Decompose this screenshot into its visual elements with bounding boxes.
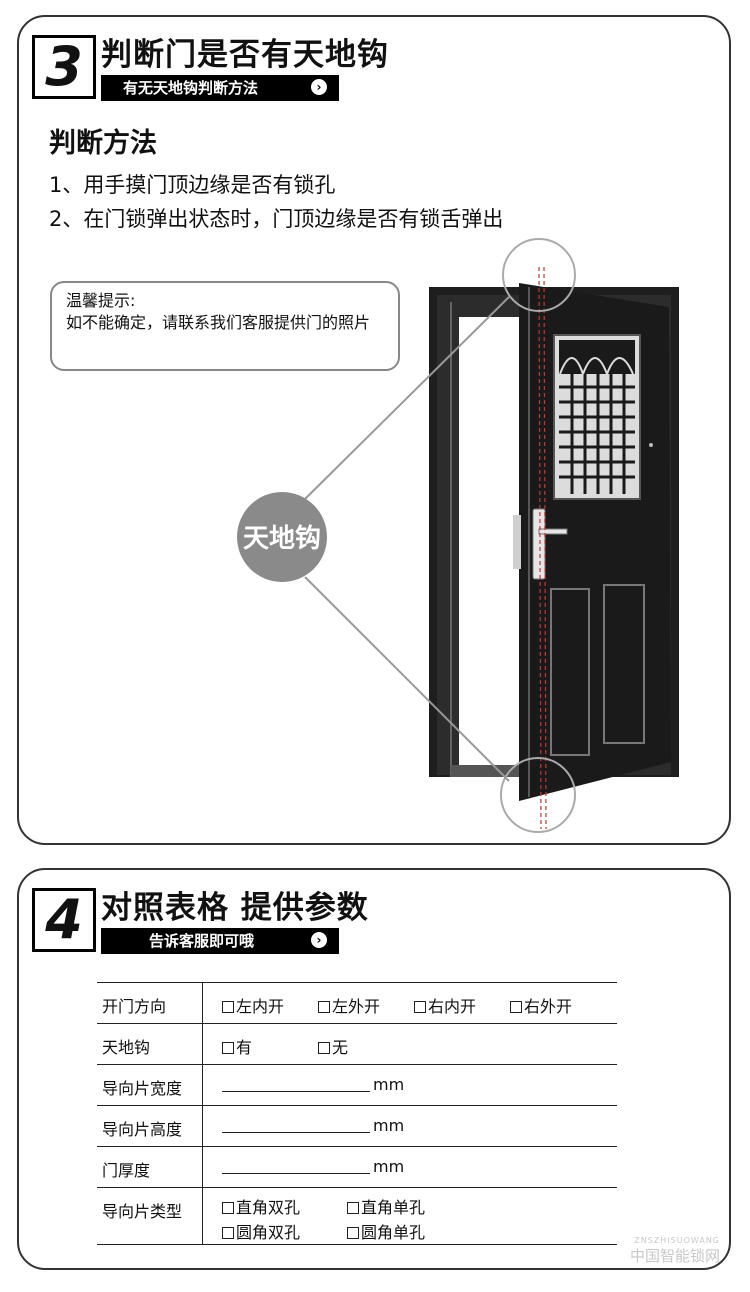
lock-body — [532, 508, 546, 580]
option-left-outward[interactable]: 左外开 — [318, 993, 380, 1017]
table-row: 开门方向 左内开 左外开 右内开 右外开 — [97, 982, 617, 1023]
bottom-hook-circle — [500, 757, 576, 833]
unit-label: mm — [373, 1075, 405, 1094]
watermark-text: 中国智能锁网 — [629, 1247, 720, 1265]
method-step-1: 1、用手摸门顶边缘是否有锁孔 — [49, 173, 336, 197]
watermark-small: ZNSZHISUOWANG — [634, 1236, 720, 1245]
option-left-inward[interactable]: 左内开 — [222, 993, 284, 1017]
checkbox-empty-icon[interactable] — [222, 1202, 234, 1214]
row-label: 开门方向 — [102, 997, 167, 1016]
option-right-outward[interactable]: 右外开 — [510, 993, 572, 1017]
option-square-double[interactable]: 直角双孔 — [222, 1194, 300, 1218]
checkbox-empty-icon[interactable] — [347, 1227, 359, 1239]
table-row: 天地钩 有 无 — [97, 1023, 617, 1064]
door-handle — [538, 528, 568, 535]
row-label: 导向片宽度 — [102, 1079, 183, 1098]
connector-top — [304, 296, 510, 500]
door-illustration: 天地钩 — [237, 238, 679, 833]
door-panel-left — [550, 588, 590, 756]
callout-label: 天地钩 — [243, 524, 321, 554]
checkbox-empty-icon[interactable] — [318, 1001, 330, 1013]
section-subtitle-bar: 有无天地钩判断方法 › — [101, 75, 339, 101]
checkbox-empty-icon[interactable] — [222, 1227, 234, 1239]
lock-bolts — [513, 515, 521, 569]
section-number: 4 — [32, 888, 96, 952]
row-label: 门厚度 — [102, 1161, 151, 1180]
chevron-right-circle-icon: › — [311, 79, 327, 95]
tip-title: 温馨提示: — [66, 291, 136, 310]
option-no[interactable]: 无 — [318, 1034, 348, 1058]
callout-circle — [237, 492, 327, 582]
connector-bottom — [304, 576, 510, 782]
guide-line-left — [538, 266, 542, 830]
checkbox-empty-icon[interactable] — [510, 1001, 522, 1013]
table-row: 门厚度 mm — [97, 1146, 617, 1187]
section-title: 对照表格 提供参数 — [101, 890, 369, 926]
option-square-single[interactable]: 直角单孔 — [347, 1194, 425, 1218]
table-row: 导向片类型 直角双孔 直角单孔 圆角双孔 圆角单孔 — [97, 1187, 617, 1245]
method-step-2: 2、在门锁弹出状态时，门顶边缘是否有锁舌弹出 — [49, 207, 504, 231]
top-hook-circle — [502, 238, 576, 312]
section-subtitle: 有无天地钩判断方法 — [123, 79, 259, 97]
tip-box: 温馨提示: 如不能确定，请联系我们客服提供门的照片 — [50, 281, 400, 371]
checkbox-empty-icon[interactable] — [347, 1202, 359, 1214]
door-panel-right — [603, 584, 645, 744]
section-3-panel: 3 判断门是否有天地钩 有无天地钩判断方法 › 判断方法 1、用手摸门顶边缘是否… — [17, 15, 731, 845]
row-label: 天地钩 — [102, 1038, 151, 1057]
section-4-panel: 4 对照表格 提供参数 告诉客服即可哦 › 开门方向 左内开 左外开 右内开 右… — [17, 868, 731, 1270]
guide-line-right — [543, 266, 547, 830]
unit-label: mm — [373, 1116, 405, 1135]
checkbox-empty-icon[interactable] — [414, 1001, 426, 1013]
section-number: 3 — [32, 35, 96, 99]
checkbox-empty-icon[interactable] — [222, 1042, 234, 1054]
option-right-inward[interactable]: 右内开 — [414, 993, 476, 1017]
checkbox-empty-icon[interactable] — [318, 1042, 330, 1054]
table-row: 导向片宽度 mm — [97, 1064, 617, 1105]
parameter-form: 开门方向 左内开 左外开 右内开 右外开 天地钩 有 无 导向片宽度 mm 导向… — [97, 982, 617, 1245]
checkbox-empty-icon[interactable] — [222, 1001, 234, 1013]
section-subtitle: 告诉客服即可哦 — [149, 932, 255, 950]
section-subtitle-bar: 告诉客服即可哦 › — [101, 928, 339, 954]
row-label: 导向片高度 — [102, 1120, 183, 1139]
unit-label: mm — [373, 1157, 405, 1176]
width-input-line[interactable] — [222, 1091, 370, 1092]
chevron-right-circle-icon: › — [311, 932, 327, 948]
row-label: 导向片类型 — [102, 1202, 183, 1221]
tip-text: 如不能确定，请联系我们客服提供门的照片 — [66, 313, 371, 332]
option-round-double[interactable]: 圆角双孔 — [222, 1219, 300, 1243]
option-yes[interactable]: 有 — [222, 1034, 252, 1058]
watermark: ZNSZHISUOWANG 中国智能锁网 — [630, 1236, 720, 1266]
section-title: 判断门是否有天地钩 — [101, 37, 389, 73]
thickness-input-line[interactable] — [222, 1173, 370, 1174]
height-input-line[interactable] — [222, 1132, 370, 1133]
option-round-single[interactable]: 圆角单孔 — [347, 1219, 425, 1243]
table-row: 导向片高度 mm — [97, 1105, 617, 1146]
method-title: 判断方法 — [49, 128, 157, 159]
